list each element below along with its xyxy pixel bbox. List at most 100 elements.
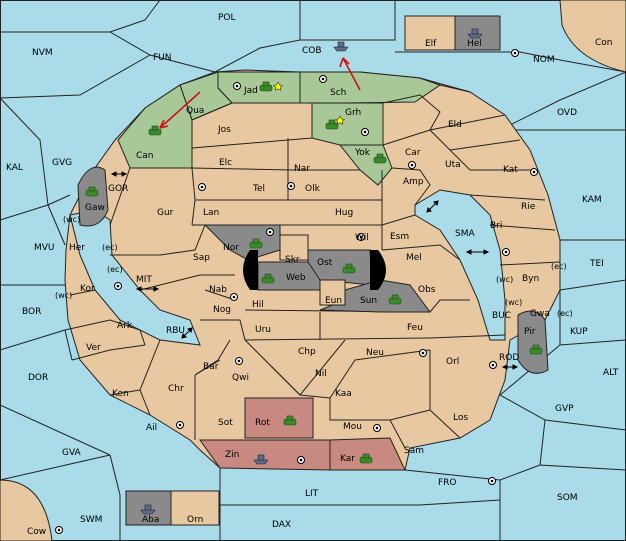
label-chp: Chp [298, 347, 316, 357]
land-borders [64, 77, 561, 449]
order-arrows [159, 57, 361, 129]
label-kam: KAM [582, 195, 602, 205]
army-unit [249, 238, 263, 249]
label-ec1: (ec) [102, 243, 118, 252]
label-rie: Rie [521, 202, 536, 212]
label-ec3: (ec) [551, 262, 567, 271]
label-obs: Obs [418, 285, 436, 295]
label-jad: Jad [243, 86, 258, 96]
label-ec2: (ec) [107, 265, 123, 274]
province-gaw[interactable] [77, 166, 109, 227]
label-bar: Bar [203, 362, 219, 372]
label-rot: Rot [255, 418, 270, 428]
label-gwa: Gwa [530, 309, 550, 319]
label-nvm: NVM [32, 48, 53, 58]
label-rod: ROD [499, 353, 519, 363]
army-unit [325, 119, 339, 130]
label-gvp: GVP [555, 404, 574, 414]
label-wc3: (wc) [55, 291, 72, 300]
label-esm: Esm [390, 232, 409, 242]
label-los: Los [453, 413, 468, 423]
fleet-unit [467, 28, 483, 39]
province-elf[interactable] [404, 15, 456, 51]
label-yok: Yok [354, 148, 371, 158]
label-ec4: (ec) [557, 309, 573, 318]
label-rbu: RBU [166, 326, 185, 336]
label-wc1: (wc) [63, 215, 80, 224]
label-nor: Nor [223, 243, 239, 253]
label-dax: DAX [272, 520, 291, 530]
label-ken: Ken [112, 389, 129, 399]
label-sun: Sun [360, 296, 377, 306]
label-hil: Hil [252, 300, 264, 310]
province-sch[interactable] [299, 71, 442, 104]
label-can: Can [136, 151, 154, 161]
label-ovd: OVD [557, 108, 577, 118]
province-orn[interactable] [170, 490, 220, 526]
label-uta: Uta [445, 160, 461, 170]
star-markers [272, 81, 346, 125]
label-gva: GVA [62, 448, 82, 458]
label-orn: Orn [187, 515, 203, 525]
label-web: Web [286, 273, 306, 283]
label-tei: TEI [589, 259, 604, 269]
label-fun: FUN [153, 53, 172, 63]
label-fro: FRO [438, 478, 457, 488]
label-eun: Eun [325, 296, 342, 306]
label-hug: Hug [335, 208, 353, 218]
province-nor[interactable] [203, 224, 281, 261]
label-olk: Olk [305, 184, 321, 194]
label-orl: Orl [446, 357, 459, 367]
label-eld: Eld [448, 120, 462, 130]
province-skr[interactable] [279, 234, 309, 261]
label-sma: SMA [455, 229, 475, 239]
army-unit [85, 186, 99, 197]
label-con: Con [595, 38, 613, 48]
label-grh: Grh [345, 108, 361, 118]
label-car: Car [405, 148, 421, 158]
label-nom: NOM [533, 55, 555, 65]
label-wil: Wil [355, 233, 369, 243]
province-pir[interactable] [517, 310, 549, 374]
label-byn: Byn [522, 274, 539, 284]
black-canal-right [370, 250, 386, 290]
label-kup: KUP [570, 327, 588, 337]
label-sch: Sch [330, 88, 346, 98]
label-aba: Aba [142, 515, 159, 525]
label-wc2: (wc) [496, 275, 513, 284]
label-kal: KAL [6, 163, 23, 173]
land-label-group: Jad Sch Qua Can Jos Grh Eld Yok Car Uta … [55, 39, 573, 525]
army-unit [359, 453, 373, 464]
province-zin[interactable] [199, 439, 331, 471]
label-kor: Kor [80, 284, 95, 294]
province-rot[interactable] [244, 397, 314, 439]
province-jad[interactable] [217, 71, 301, 104]
label-uru: Uru [255, 325, 271, 335]
label-nar: Nar [294, 164, 310, 174]
black-canal-left [243, 250, 258, 290]
army-unit [148, 125, 162, 136]
units [85, 28, 543, 515]
army-unit [373, 153, 387, 164]
label-nab: Nab [209, 285, 227, 295]
label-alt: ALT [603, 368, 619, 378]
label-feu: Feu [407, 323, 423, 333]
supply-centers [55, 49, 538, 534]
label-sam: Sam [404, 446, 424, 456]
label-gor: GOR [108, 184, 128, 194]
fleet-unit [333, 41, 349, 52]
label-ail: Ail [146, 423, 157, 433]
label-elc: Elc [219, 158, 232, 168]
label-kaa: Kaa [335, 389, 352, 399]
fleet-unit [253, 454, 269, 465]
fleet-unit [140, 504, 156, 515]
label-kat: Kat [503, 165, 518, 175]
label-ost: Ost [317, 258, 333, 268]
army-unit [342, 263, 356, 274]
label-qwi: Qwi [232, 373, 249, 383]
province-eun[interactable] [319, 279, 346, 306]
sea-label-group: POL FUN COB NVM NOM Con OVD KAL GVG GOR … [6, 13, 619, 537]
label-chr: Chr [168, 384, 184, 394]
